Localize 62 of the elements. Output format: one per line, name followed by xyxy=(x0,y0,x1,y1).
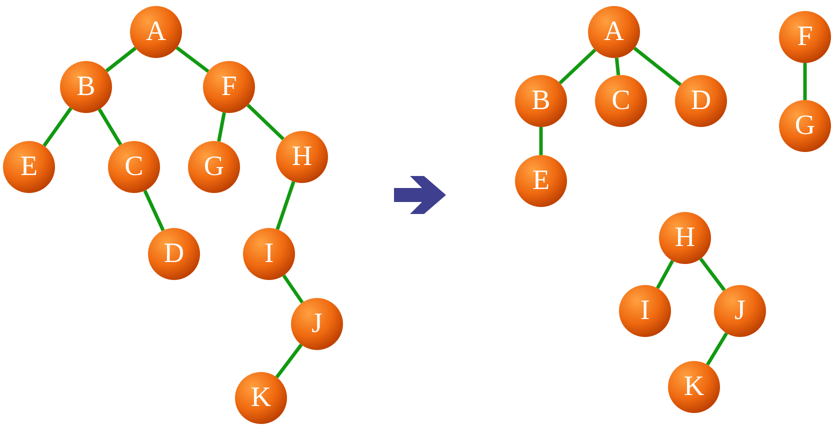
connector-line xyxy=(656,260,674,290)
node-circle xyxy=(515,75,567,127)
connector-line xyxy=(176,46,210,73)
node-circle xyxy=(779,100,831,152)
node-circle xyxy=(3,141,55,193)
node-label: C xyxy=(124,153,144,181)
node-circle xyxy=(108,141,160,193)
node-label: D xyxy=(690,87,712,115)
node-circle xyxy=(203,61,255,113)
node-circle xyxy=(148,228,200,280)
node-circle xyxy=(619,285,671,337)
node-circle xyxy=(276,131,328,183)
node-label: I xyxy=(640,297,650,325)
connector-line xyxy=(282,274,304,304)
node-label: I xyxy=(264,240,274,268)
node-circle xyxy=(243,228,295,280)
node-circle xyxy=(675,75,727,127)
node-circle xyxy=(515,155,567,207)
node-label: C xyxy=(612,87,630,115)
node-label: J xyxy=(312,310,322,338)
connector-line xyxy=(803,63,807,100)
node-circle xyxy=(595,75,647,127)
node-label: F xyxy=(221,73,237,101)
node-label: G xyxy=(794,112,816,140)
node-label: A xyxy=(604,18,624,46)
connector-line xyxy=(706,332,728,366)
node-label: K xyxy=(684,373,704,401)
node-label: D xyxy=(164,240,184,268)
node-label: H xyxy=(674,224,696,252)
node-label: B xyxy=(532,87,550,115)
connector-line xyxy=(246,104,284,140)
node-circle xyxy=(668,361,720,413)
connector-line xyxy=(539,127,543,155)
connector-line xyxy=(276,181,296,230)
node-label: B xyxy=(76,73,96,101)
node-label: F xyxy=(797,23,813,51)
node-circle xyxy=(588,6,640,58)
node-circle xyxy=(188,141,240,193)
node-label: J xyxy=(734,297,746,325)
node-label: E xyxy=(532,167,550,195)
connector-line xyxy=(42,107,72,147)
node-label: K xyxy=(250,384,272,412)
node-circle xyxy=(779,11,831,63)
connector-line xyxy=(217,112,226,142)
node-label: E xyxy=(20,153,38,181)
node-circle xyxy=(291,298,343,350)
node-circle xyxy=(130,6,182,58)
connector-line xyxy=(614,58,620,76)
connector-line xyxy=(558,48,596,84)
connector-line xyxy=(143,190,165,232)
node-circle xyxy=(235,372,287,424)
node-label: H xyxy=(292,143,312,171)
connector-line xyxy=(699,258,726,292)
node-label: A xyxy=(146,18,166,46)
connector-line xyxy=(633,46,682,86)
connector-line xyxy=(105,46,137,72)
node-label: G xyxy=(204,153,224,181)
node-circle xyxy=(60,61,112,113)
node-circle xyxy=(659,212,711,264)
connector-line xyxy=(98,108,122,146)
connector-line xyxy=(275,344,303,378)
node-circle xyxy=(714,285,766,337)
